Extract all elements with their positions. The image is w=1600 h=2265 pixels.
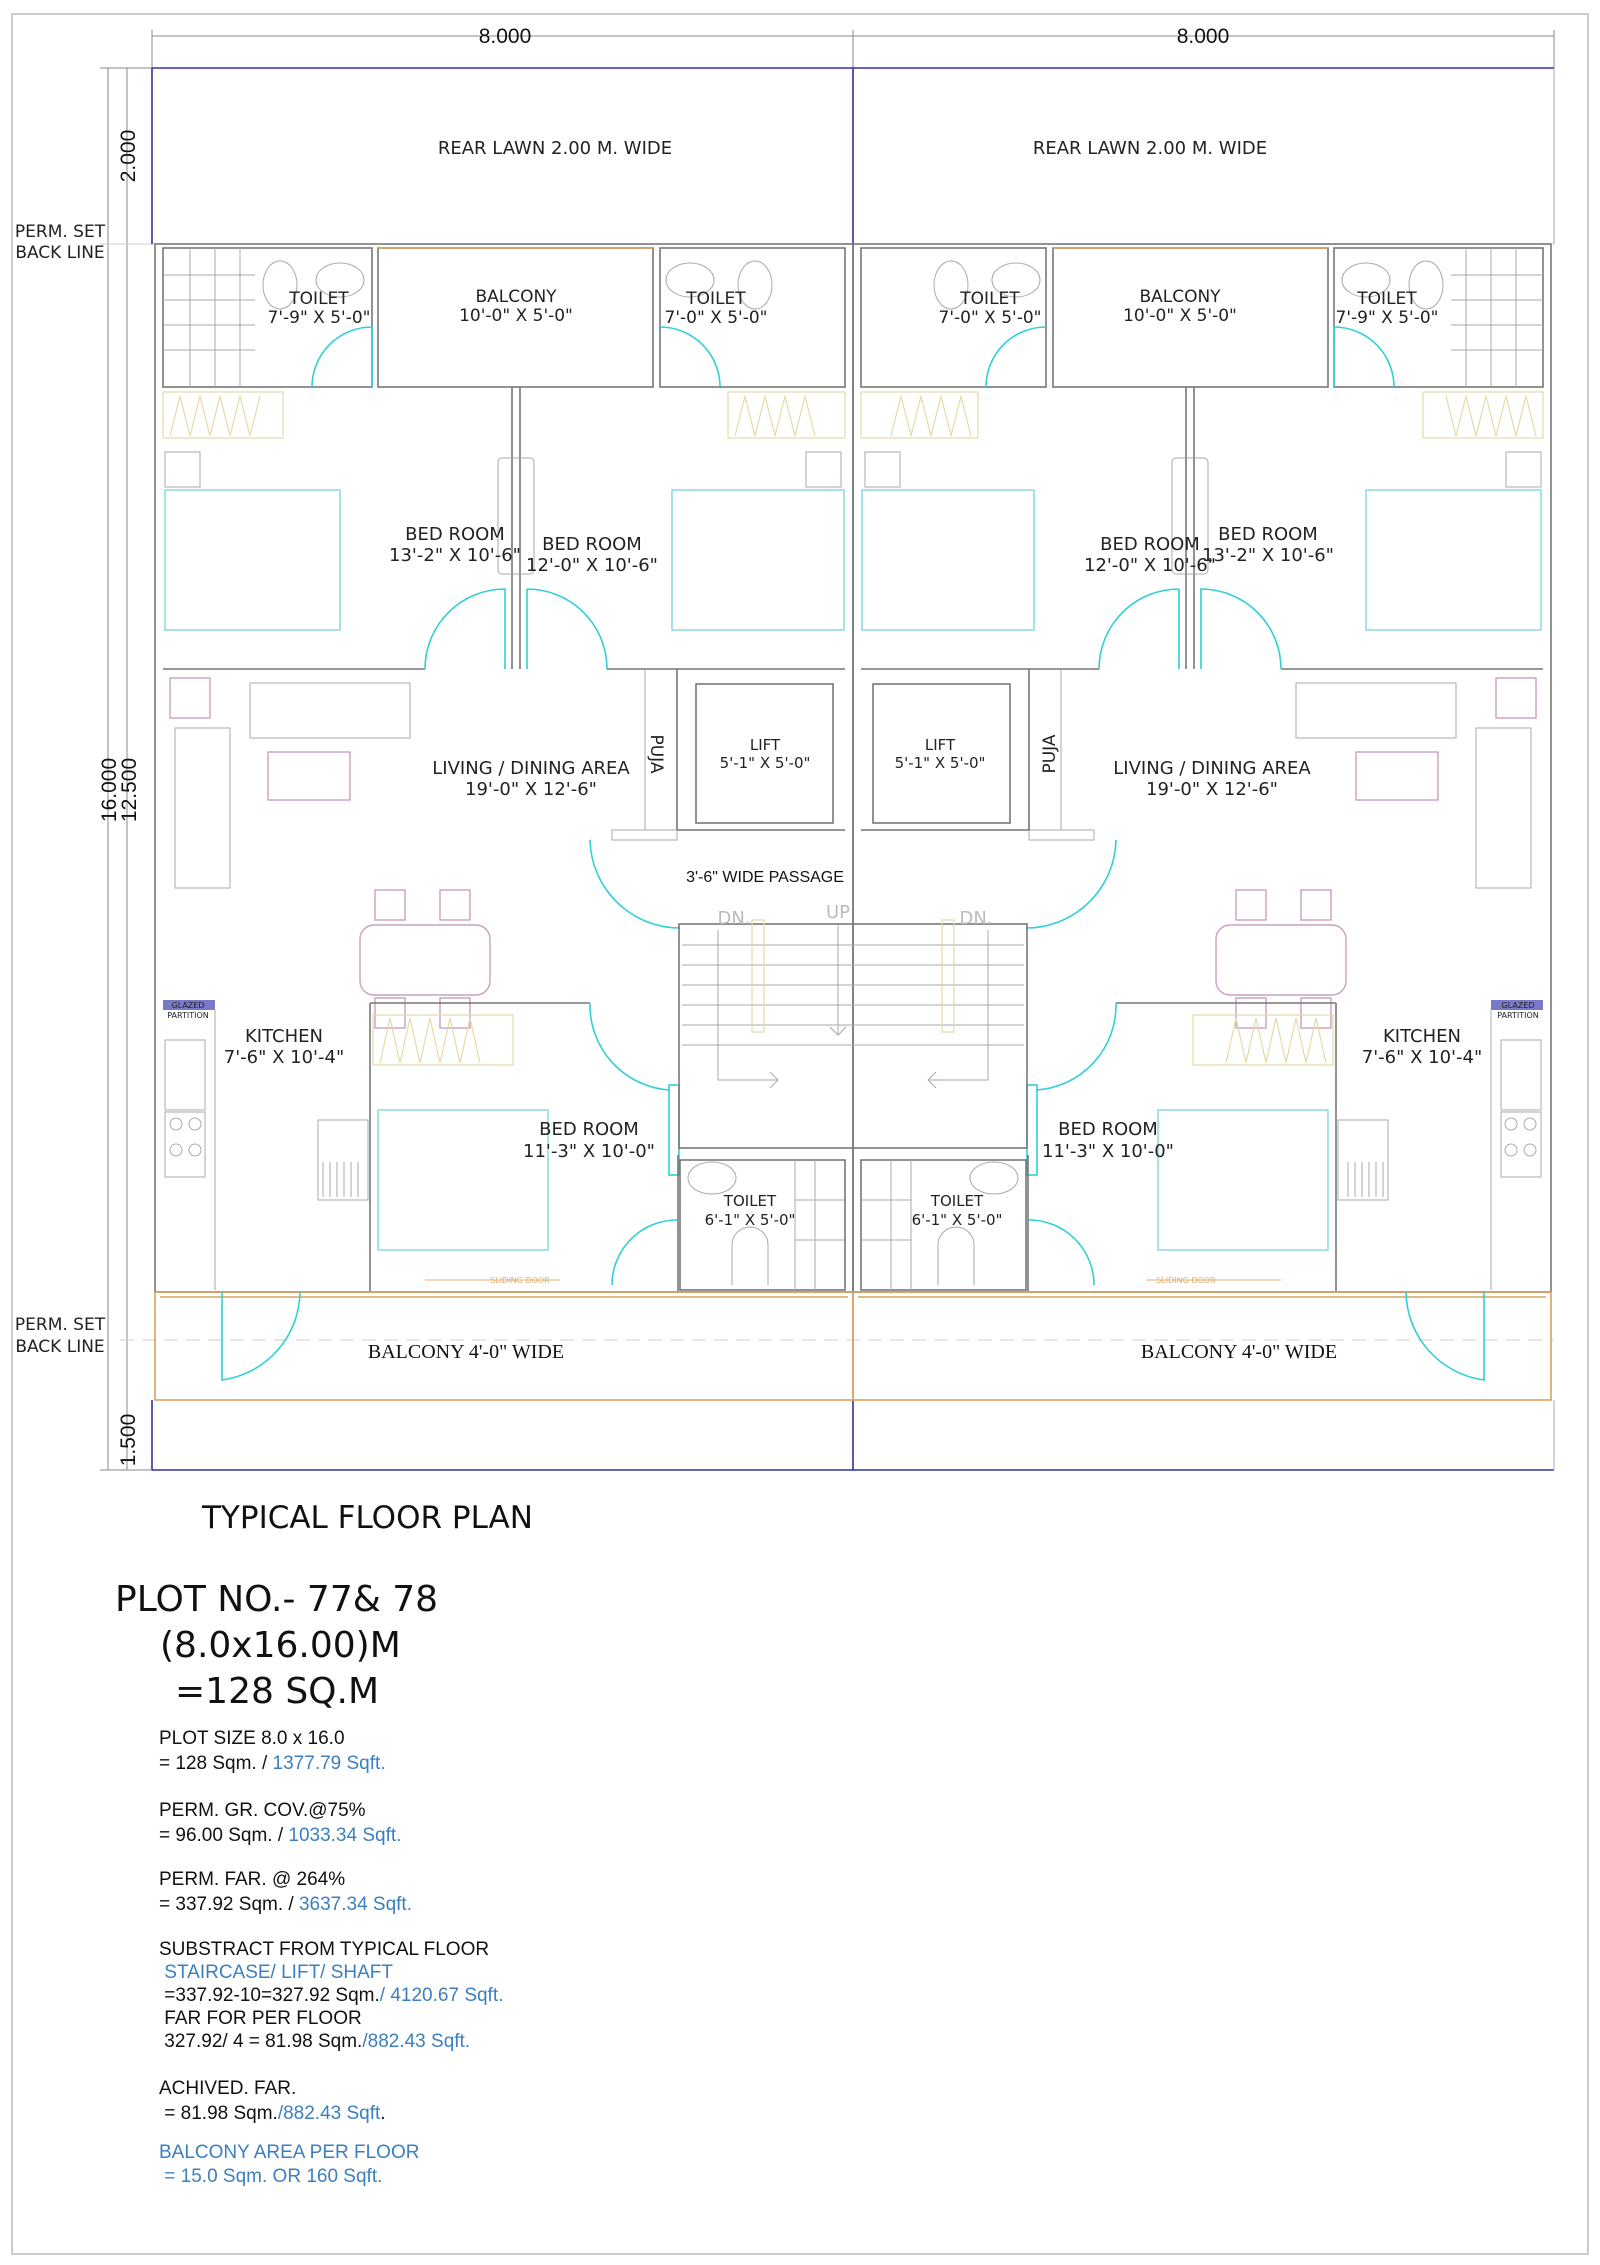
- toilet-size: 7'-9" X 5'-0": [268, 308, 371, 328]
- setback-label-top-2: BACK LINE: [15, 243, 104, 263]
- dim-building-depth: 12.500: [118, 758, 141, 822]
- drawing-title: TYPICAL FLOOR PLAN: [201, 1500, 533, 1536]
- glazed-partition-label: GLAZED: [1501, 1001, 1534, 1010]
- stair-dn-right: DN.: [959, 908, 992, 929]
- toilet-label: TOILET: [1356, 289, 1417, 309]
- far-per-floor-value: 327.92/ 4 = 81.98 Sqm./882.43 Sqft.: [159, 2031, 470, 2052]
- kitchen-size: 7'-6" X 10'-4": [1362, 1047, 1482, 1068]
- toilet-label: TOILET: [685, 289, 746, 309]
- achieved-far-label: ACHIVED. FAR.: [159, 2078, 296, 2099]
- ground-coverage-value: = 96.00 Sqm. / 1033.34 Sqft.: [159, 1825, 401, 1846]
- sheet-border: [11, 13, 1589, 2255]
- plot-size-label: PLOT SIZE 8.0 x 16.0: [159, 1728, 345, 1749]
- plot-boundary: [151, 67, 1555, 1471]
- living-label: LIVING / DINING AREA: [1113, 758, 1311, 779]
- toilet-label: TOILET: [930, 1192, 984, 1210]
- front-balcony-label: BALCONY 4'-0" WIDE: [1141, 1341, 1337, 1363]
- balcony-area-value: = 15.0 Sqm. OR 160 Sqft.: [159, 2166, 382, 2187]
- glazed-partition-label: GLAZED: [171, 1001, 204, 1010]
- lift-label: LIFT: [750, 736, 781, 754]
- bedroom-label: BED ROOM: [405, 524, 505, 545]
- plot-dimensions: (8.0x16.00)M: [160, 1625, 401, 1666]
- living-size: 19'-0" X 12'-6": [465, 779, 597, 800]
- area-statement: PLOT SIZE 8.0 x 16.0 = 128 Sqm. / 1377.7…: [159, 1728, 503, 2187]
- balcony-label: BALCONY: [475, 287, 557, 307]
- toilet-size: 6'-1" X 5'-0": [705, 1211, 796, 1229]
- bedroom-label: BED ROOM: [1100, 534, 1200, 555]
- kitchen-label: KITCHEN: [1383, 1026, 1461, 1047]
- living-label: LIVING / DINING AREA: [432, 758, 630, 779]
- toilet-label: TOILET: [959, 289, 1020, 309]
- living-size: 19'-0" X 12'-6": [1146, 779, 1278, 800]
- balcony-size: 10'-0" X 5'-0": [1123, 306, 1237, 326]
- toilet-size: 7'-0" X 5'-0": [939, 308, 1042, 328]
- bedroom-size: 11'-3" X 10'-0": [523, 1141, 655, 1162]
- setback-label-bottom-2: BACK LINE: [15, 1337, 104, 1357]
- plot-number: PLOT NO.- 77& 78: [115, 1579, 438, 1620]
- stair-dn-left: DN.: [717, 908, 750, 929]
- far-label: PERM. FAR. @ 264%: [159, 1869, 345, 1890]
- subtract-items: STAIRCASE/ LIFT/ SHAFT: [159, 1962, 393, 1983]
- toilet-size: 7'-0" X 5'-0": [665, 308, 768, 328]
- dim-width-right: 8.000: [1177, 25, 1230, 48]
- left-unit-labels: TOILET 7'-9" X 5'-0" BALCONY 10'-0" X 5'…: [167, 287, 810, 1363]
- subtract-value: =337.92-10=327.92 Sqm./ 4120.67 Sqft.: [159, 1985, 503, 2006]
- lift-size: 5'-1" X 5'-0": [720, 754, 811, 772]
- passage-label: 3'-6" WIDE PASSAGE: [686, 869, 844, 886]
- balcony-size: 10'-0" X 5'-0": [459, 306, 573, 326]
- bedroom-label: BED ROOM: [539, 1119, 639, 1140]
- rear-lawn-left-label: REAR LAWN 2.00 M. WIDE: [438, 138, 672, 159]
- bedroom-size: 13'-2" X 10'-6": [389, 545, 521, 566]
- bedroom-size: 12'-0" X 10'-6": [1084, 555, 1216, 576]
- toilet-size: 7'-9" X 5'-0": [1336, 308, 1439, 328]
- bedroom-label: BED ROOM: [1058, 1119, 1158, 1140]
- lift-label: LIFT: [925, 736, 956, 754]
- far-value: = 337.92 Sqm. / 3637.34 Sqft.: [159, 1894, 412, 1915]
- bedroom-label: BED ROOM: [1218, 524, 1318, 545]
- bedroom-size: 12'-0" X 10'-6": [526, 555, 658, 576]
- lift-size: 5'-1" X 5'-0": [895, 754, 986, 772]
- plot-area: =128 SQ.M: [175, 1671, 379, 1712]
- kitchen-size: 7'-6" X 10'-4": [224, 1047, 344, 1068]
- achieved-far-value: = 81.98 Sqm./882.43 Sqft.: [159, 2103, 386, 2124]
- toilet-label: TOILET: [723, 1192, 777, 1210]
- setback-label-bottom-1: PERM. SET: [15, 1315, 106, 1335]
- dim-width-left: 8.000: [479, 25, 532, 48]
- dim-total-depth: 16.000: [98, 758, 121, 822]
- rear-lawn-right-label: REAR LAWN 2.00 M. WIDE: [1033, 138, 1267, 159]
- staircase: [678, 919, 1028, 1149]
- front-balcony-label: BALCONY 4'-0" WIDE: [368, 1341, 564, 1363]
- dim-rear: 2.000: [117, 130, 140, 183]
- setback-label-top-1: PERM. SET: [15, 222, 106, 242]
- kitchen-label: KITCHEN: [245, 1026, 323, 1047]
- sliding-door-label: SLIDING DOOR: [490, 1276, 550, 1285]
- bedroom-label: BED ROOM: [542, 534, 642, 555]
- bedroom-size: 11'-3" X 10'-0": [1042, 1141, 1174, 1162]
- right-unit-labels: TOILET 7'-9" X 5'-0" BALCONY 10'-0" X 5'…: [895, 287, 1539, 1363]
- toilet-label: TOILET: [288, 289, 349, 309]
- plot-size-value: = 128 Sqm. / 1377.79 Sqft.: [159, 1753, 386, 1774]
- puja-label: PUJA: [646, 734, 666, 773]
- balcony-label: BALCONY: [1139, 287, 1221, 307]
- sliding-door-label: SLIDING DOOR: [1156, 1276, 1216, 1285]
- far-per-floor-label: FAR FOR PER FLOOR: [159, 2008, 362, 2029]
- bedroom-size: 13'-2" X 10'-6": [1202, 545, 1334, 566]
- balcony-area-label: BALCONY AREA PER FLOOR: [159, 2142, 419, 2163]
- puja-label: PUJA: [1040, 734, 1060, 773]
- glazed-partition-label: PARTITION: [167, 1011, 209, 1020]
- subtract-label: SUBSTRACT FROM TYPICAL FLOOR: [159, 1939, 489, 1960]
- ground-coverage-label: PERM. GR. COV.@75%: [159, 1800, 366, 1821]
- glazed-partition-label: PARTITION: [1497, 1011, 1539, 1020]
- toilet-size: 6'-1" X 5'-0": [912, 1211, 1003, 1229]
- dim-front: 1.500: [117, 1414, 140, 1467]
- stair-up: UP: [826, 902, 850, 923]
